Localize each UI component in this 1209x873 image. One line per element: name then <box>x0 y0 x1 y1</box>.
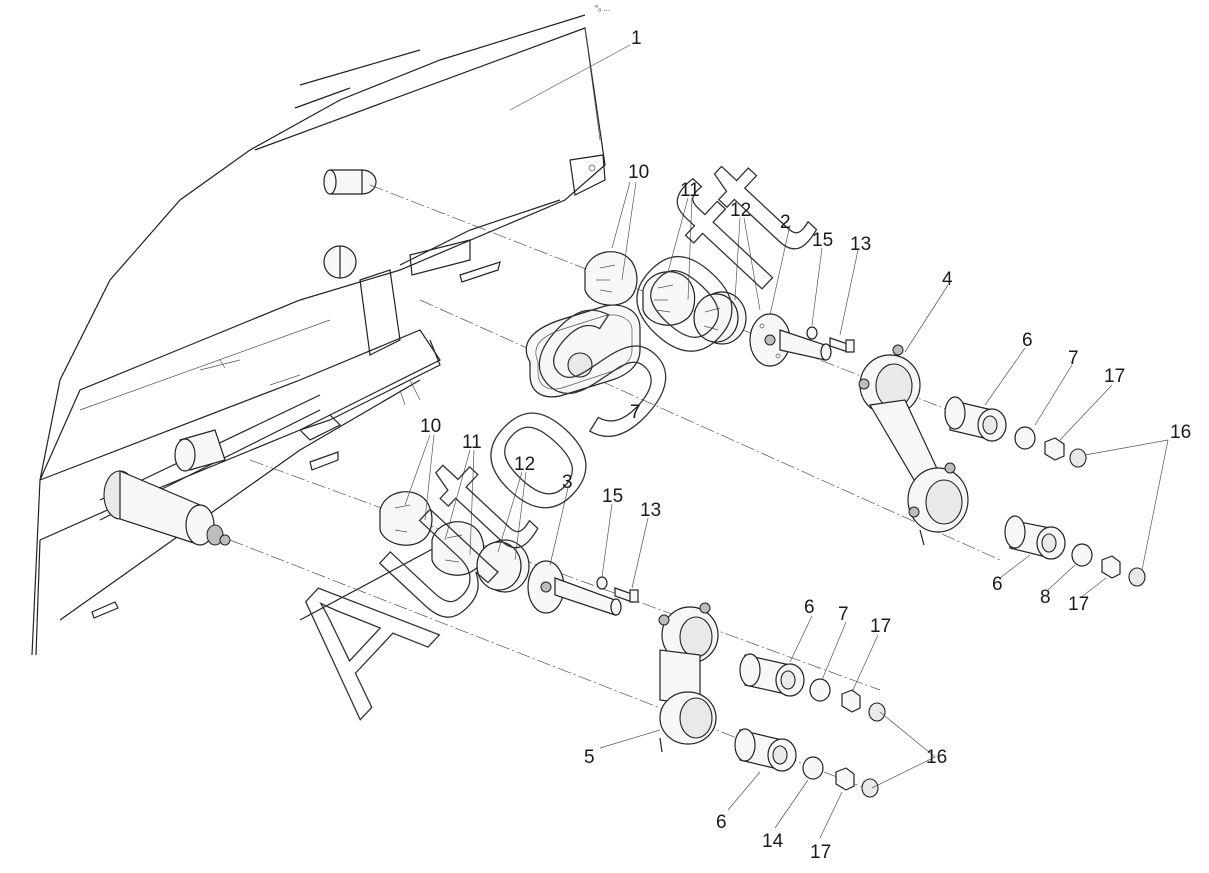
callout-label: 10 <box>628 162 649 183</box>
callout-label: 15 <box>812 230 833 251</box>
callout-label: 6 <box>1022 330 1033 351</box>
callout-label: 13 <box>850 234 871 255</box>
shim-plate-12-lower <box>476 539 530 593</box>
callout-label: 13 <box>640 500 661 521</box>
shim-plate-12-upper <box>693 291 747 345</box>
callout-label: 17 <box>810 842 831 863</box>
axle-flange-3 <box>527 560 622 616</box>
bushing-6-lower-a <box>739 653 805 697</box>
callout-label: 7 <box>1068 348 1079 369</box>
nut-17-upper <box>1044 437 1065 461</box>
callout-label: 10 <box>420 416 441 437</box>
washer-7-lower <box>809 678 831 702</box>
callout-label: 12 <box>730 200 751 221</box>
callout-label: 11 <box>462 432 482 453</box>
corner-mark: °ₒ ... <box>595 4 610 13</box>
washer-7-upper <box>1014 426 1036 450</box>
callout-labels: 1 10 11 12 2 15 13 4 6 7 17 16 7 6 8 17 … <box>420 28 1191 863</box>
locknut-16-upper <box>1069 448 1087 468</box>
callout-label: 15 <box>602 486 623 507</box>
callout-label: 2 <box>780 212 791 233</box>
bolt-13-upper <box>829 337 855 353</box>
callout-label: 17 <box>1104 366 1125 387</box>
washer-15-lower <box>596 576 608 590</box>
nut-17-middle <box>1101 555 1121 579</box>
nut-17-lower-a <box>841 689 861 713</box>
callout-label: 17 <box>1068 594 1089 615</box>
callout-label: 4 <box>942 269 953 290</box>
callout-label: 6 <box>716 812 727 833</box>
callout-label: 5 <box>584 747 595 768</box>
callout-label: 7 <box>630 402 641 423</box>
upper-assembly <box>525 251 1146 587</box>
shim-plate-11-upper <box>642 271 696 326</box>
callout-label: 14 <box>762 831 784 852</box>
callout-label: 11 <box>680 180 700 201</box>
callout-label: 7 <box>838 604 849 625</box>
nut-17-lower-b <box>835 767 855 791</box>
connecting-rod-4 <box>858 344 969 546</box>
leader-lines <box>404 44 1169 839</box>
callout-label: 1 <box>631 28 642 49</box>
callout-label: 12 <box>514 454 535 475</box>
washer-15-upper <box>806 326 818 340</box>
axle-flange-2 <box>749 313 832 367</box>
bushing-6-upper <box>944 396 1007 442</box>
callout-label: 16 <box>1170 422 1191 443</box>
callout-label: 6 <box>992 574 1003 595</box>
bolt-13-lower <box>614 587 639 603</box>
callout-label: 8 <box>1040 587 1051 608</box>
locknut-16-lower-a <box>868 702 886 722</box>
frame-body <box>31 14 606 656</box>
lower-assembly <box>379 491 886 798</box>
locknut-16-lower-b <box>861 778 879 798</box>
locknut-16-middle <box>1128 567 1146 587</box>
shim-plate-10-lower <box>379 491 433 546</box>
callout-label: 16 <box>926 747 947 768</box>
washer-14 <box>802 756 824 780</box>
clamp-bracket-5 <box>658 602 719 753</box>
washer-8 <box>1071 543 1093 567</box>
oval-shield-plate <box>525 304 641 398</box>
callout-label: 17 <box>870 616 891 637</box>
watermark-text: AutoSoft <box>245 122 845 746</box>
callout-label: 6 <box>804 597 815 618</box>
bushing-6-lower-b <box>734 728 797 772</box>
bushing-6-middle <box>1004 515 1066 560</box>
callout-label: 3 <box>562 472 573 493</box>
